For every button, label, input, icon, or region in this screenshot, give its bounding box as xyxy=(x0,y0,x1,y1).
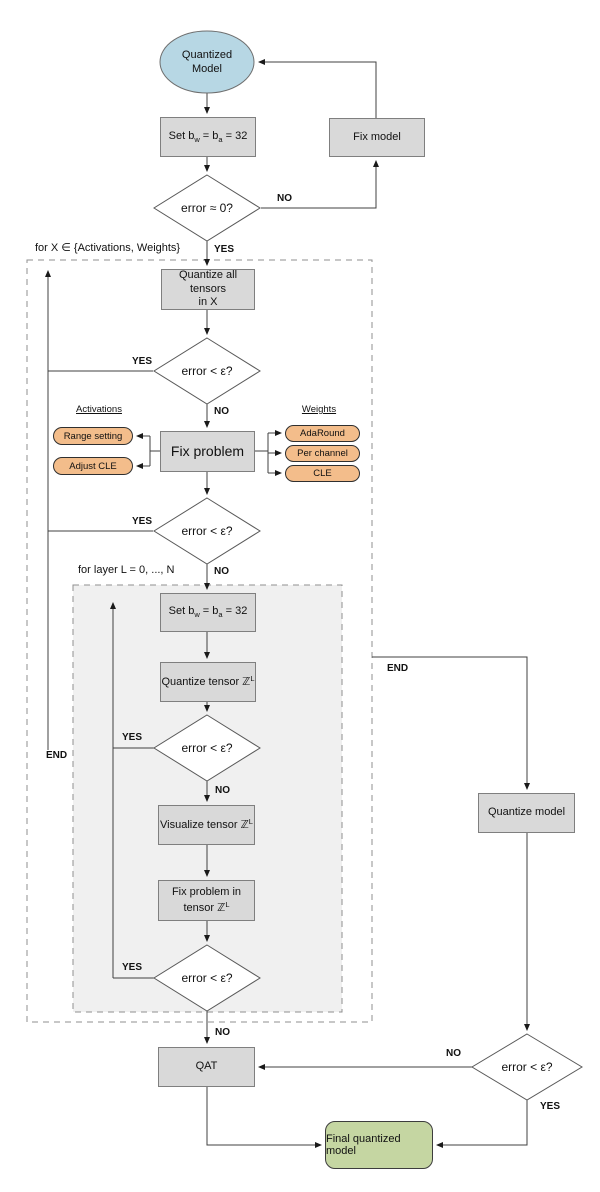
node-label: Set bw = ba = 32 xyxy=(168,129,248,144)
decision-eps4-diamond xyxy=(153,944,261,1012)
decision-eps4-label: error < ε? xyxy=(181,971,233,985)
start-node-label: Quantized Model xyxy=(181,48,233,75)
node-final-quantized-model: Final quantized model xyxy=(325,1121,433,1169)
edge-qat-to-final xyxy=(206,1087,322,1148)
edge-label-yes-1: YES xyxy=(132,356,153,367)
edge-label-yes-5: YES xyxy=(540,1101,561,1112)
node-label: QAT xyxy=(195,1060,218,1073)
edge-label-end-left: END xyxy=(46,750,68,761)
node-set-bitwidths-inner: Set bw = ba = 32 xyxy=(160,593,256,632)
edge-errorzero-no-to-fixmodel xyxy=(261,160,379,209)
node-label: Quantize tensor ℤL xyxy=(161,674,255,689)
node-label: Fix problem xyxy=(170,442,245,459)
activations-group-title: Activations xyxy=(76,404,122,415)
node-qat: QAT xyxy=(158,1047,255,1087)
decision-eps1-label: error < ε? xyxy=(181,364,233,378)
edge-end-to-quantizemodel xyxy=(372,656,530,790)
node-quantize-model: Quantize model xyxy=(478,793,575,833)
node-quantize-all-tensors: Quantize all tensors in X xyxy=(161,269,255,310)
decision-eps3-label: error < ε? xyxy=(181,741,233,755)
start-ellipse xyxy=(159,30,255,94)
decision-eps5-label: error < ε? xyxy=(501,1060,553,1074)
pill-adaround: AdaRound xyxy=(285,425,360,442)
decision-eps2-label: error < ε? xyxy=(181,524,233,538)
node-label: Visualize tensor ℤL xyxy=(160,817,253,832)
edge-eps5-yes-to-final xyxy=(436,1100,528,1148)
node-label: Final quantized model xyxy=(326,1133,401,1157)
pill-per-channel: Per channel xyxy=(285,445,360,462)
edge-label-yes-top: YES xyxy=(214,244,235,255)
pill-cle: CLE xyxy=(285,465,360,482)
decision-eps5-diamond xyxy=(471,1033,583,1101)
decision-eps3-diamond xyxy=(153,714,261,782)
outer-loop-region xyxy=(26,259,373,1023)
node-visualize-tensor: Visualize tensor ℤL xyxy=(158,805,255,845)
node-fix-problem: Fix problem xyxy=(160,431,255,472)
inner-loop-label: for layer L = 0, ..., N xyxy=(78,564,175,576)
edge-label-no-top: NO xyxy=(277,193,292,204)
decision-error-zero-label: error ≈ 0? xyxy=(181,201,233,215)
decision-eps2-diamond xyxy=(153,497,261,565)
pill-range-setting: Range setting xyxy=(53,427,133,445)
outer-loop-label: for X ∈ {Activations, Weights} xyxy=(35,242,181,254)
edge-fixproblem-right-bracket xyxy=(255,433,269,473)
edge-label-no-4: NO xyxy=(215,1027,230,1038)
node-label: Set bw = ba = 32 xyxy=(168,605,248,620)
edge-label-no-3: NO xyxy=(215,785,230,796)
weights-group-title: Weights xyxy=(301,404,337,415)
node-label: Fix model xyxy=(353,130,401,143)
node-fix-problem-in-tensor: Fix problem in tensor ℤL xyxy=(158,880,255,921)
edge-label-yes-2: YES xyxy=(132,516,153,527)
edge-label-yes-3: YES xyxy=(122,732,143,743)
node-label: Quantize model xyxy=(487,806,566,819)
pill-adjust-cle: Adjust CLE xyxy=(53,457,133,475)
edge-label-no-2: NO xyxy=(214,566,229,577)
edge-label-no-5: NO xyxy=(446,1048,461,1059)
edge-fixproblem-left-bracket xyxy=(149,436,160,466)
edge-label-no-1: NO xyxy=(214,406,229,417)
decision-eps1-diamond xyxy=(153,337,261,405)
edge-label-end-right: END xyxy=(387,663,409,674)
node-fix-model: Fix model xyxy=(329,118,425,157)
node-quantize-tensor: Quantize tensor ℤL xyxy=(160,662,256,702)
node-set-bitwidths-top: Set bw = ba = 32 xyxy=(160,117,256,157)
edge-fixmodel-to-start xyxy=(258,59,377,118)
edge-label-yes-4: YES xyxy=(122,962,143,973)
decision-error-zero-diamond xyxy=(153,174,261,242)
